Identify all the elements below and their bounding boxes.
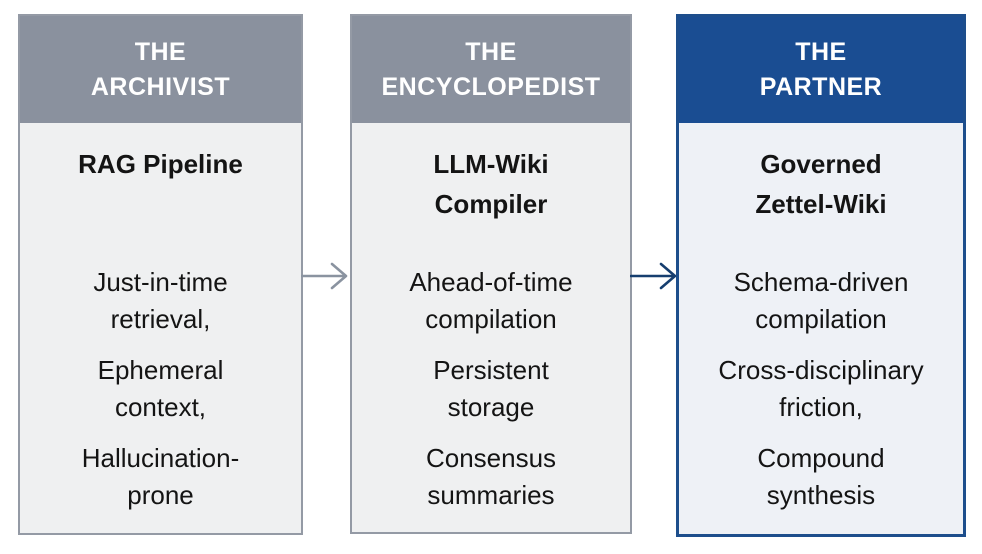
card-archivist-header: THE ARCHIVIST [20,16,301,123]
feature-item: Schema-driven compilation [733,267,909,334]
card-partner-feature-list: Schema-driven compilation Cross-discipli… [679,264,963,528]
feature-item: Consensus summaries [425,443,557,510]
card-encyclopedist-title: LLM-Wiki Compiler [433,149,549,219]
card-encyclopedist-header-label: THE ENCYCLOPEDIST [381,37,601,101]
feature-item: Ahead-of-time compilation [409,267,573,334]
feature-item: Persistent storage [433,355,549,422]
feature-item: Ephemeral context, [97,355,224,422]
card-archivist-feature-list: Just-in-time retrieval, Ephemeral contex… [20,264,301,528]
card-partner-header-label: THE PARTNER [759,38,883,101]
card-encyclopedist: THE ENCYCLOPEDIST LLM-Wiki Compiler Ahea… [350,14,632,534]
card-partner-body: Governed Zettel-Wiki Schema-driven compi… [679,144,963,510]
card-archivist-body: RAG Pipeline Just-in-time retrieval, Eph… [20,144,301,510]
card-encyclopedist-feature-list: Ahead-of-time compilation Persistent sto… [352,264,630,528]
feature-item: Cross-disciplinary friction, [718,355,924,422]
card-archivist-header-label: THE ARCHIVIST [90,37,231,101]
feature-item: Hallucination- prone [81,443,240,510]
arrow-right-icon [301,261,349,291]
card-partner-header: THE PARTNER [679,17,963,123]
arrow-right-icon [630,261,678,291]
feature-item: Just-in-time retrieval, [93,267,228,334]
card-archivist: THE ARCHIVIST RAG Pipeline Just-in-time … [18,14,303,535]
card-encyclopedist-body: LLM-Wiki Compiler Ahead-of-time compilat… [352,144,630,510]
card-encyclopedist-header: THE ENCYCLOPEDIST [352,16,630,123]
card-partner: THE PARTNER Governed Zettel-Wiki Schema-… [676,14,966,537]
feature-item: Compound synthesis [757,443,885,510]
card-archivist-title: RAG Pipeline [78,149,243,179]
card-partner-title: Governed Zettel-Wiki [755,149,887,219]
